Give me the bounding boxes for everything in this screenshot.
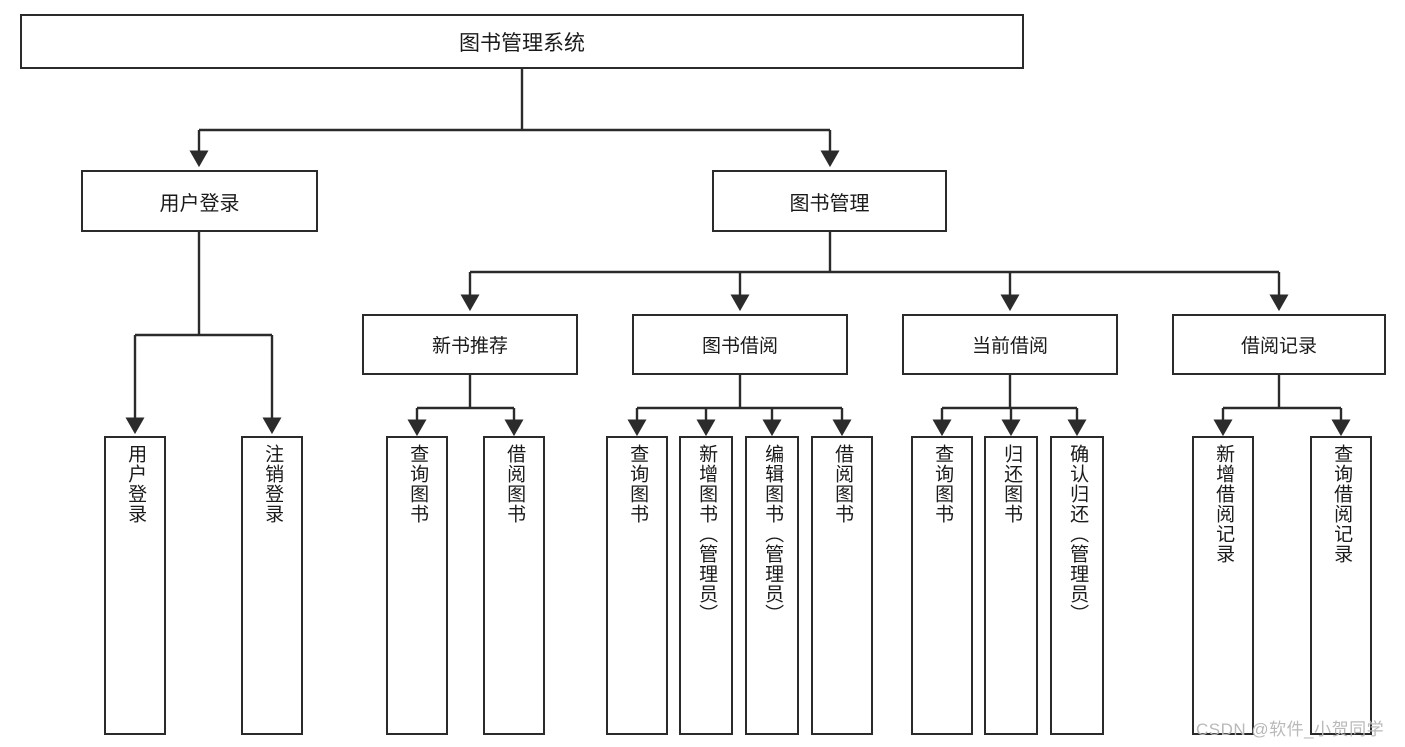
node-label: 用户登录 (159, 192, 240, 215)
node-user-login[interactable]: 用户登录 (81, 170, 318, 232)
node-book-manage[interactable]: 图书管理 (712, 170, 947, 232)
node-borrow-record[interactable]: 借阅记录 (1172, 314, 1386, 375)
node-label: 查询图书 (932, 444, 954, 524)
leaf-return-book[interactable]: 归还图书 (984, 436, 1038, 735)
node-label: 借阅图书 (504, 444, 526, 524)
node-label: 查询借阅记录 (1331, 444, 1353, 564)
node-label: 编辑图书（管理员） (762, 444, 784, 624)
csdn-watermark: CSDN @软件_小贺同学 (1196, 720, 1385, 739)
node-label: 查询图书 (407, 444, 429, 524)
leaf-edit-book-admin[interactable]: 编辑图书（管理员） (745, 436, 799, 735)
node-label: 归还图书 (1001, 444, 1023, 524)
node-new-book-recommend[interactable]: 新书推荐 (362, 314, 578, 375)
node-root-system[interactable]: 图书管理系统 (20, 14, 1024, 69)
leaf-query-borrow-record[interactable]: 查询借阅记录 (1310, 436, 1372, 735)
node-label: 借阅图书 (832, 444, 854, 524)
node-label: 当前借阅 (971, 336, 1048, 357)
node-label: 新增借阅记录 (1213, 444, 1235, 564)
leaf-confirm-return-admin[interactable]: 确认归还（管理员） (1050, 436, 1104, 735)
node-label: 图书管理 (789, 192, 870, 215)
node-label: 借阅记录 (1240, 336, 1317, 357)
node-book-borrow[interactable]: 图书借阅 (632, 314, 848, 375)
node-label: 新书推荐 (431, 336, 508, 357)
node-label: 用户登录 (125, 444, 147, 524)
node-label: 图书管理系统 (459, 31, 585, 55)
node-label: 查询图书 (627, 444, 649, 524)
leaf-add-book-admin[interactable]: 新增图书（管理员） (679, 436, 733, 735)
leaf-query-book-current[interactable]: 查询图书 (911, 436, 973, 735)
node-current-borrow[interactable]: 当前借阅 (902, 314, 1118, 375)
node-label: 确认归还（管理员） (1067, 444, 1089, 624)
leaf-add-borrow-record[interactable]: 新增借阅记录 (1192, 436, 1254, 735)
leaf-query-book-recommend[interactable]: 查询图书 (386, 436, 448, 735)
node-label: 图书借阅 (701, 336, 778, 357)
leaf-user-login[interactable]: 用户登录 (104, 436, 166, 735)
leaf-logout[interactable]: 注销登录 (241, 436, 303, 735)
leaf-query-book-borrow[interactable]: 查询图书 (606, 436, 668, 735)
node-label: 注销登录 (262, 444, 284, 524)
leaf-borrow-book[interactable]: 借阅图书 (811, 436, 873, 735)
node-label: 新增图书（管理员） (696, 444, 718, 624)
leaf-borrow-book-recommend[interactable]: 借阅图书 (483, 436, 545, 735)
